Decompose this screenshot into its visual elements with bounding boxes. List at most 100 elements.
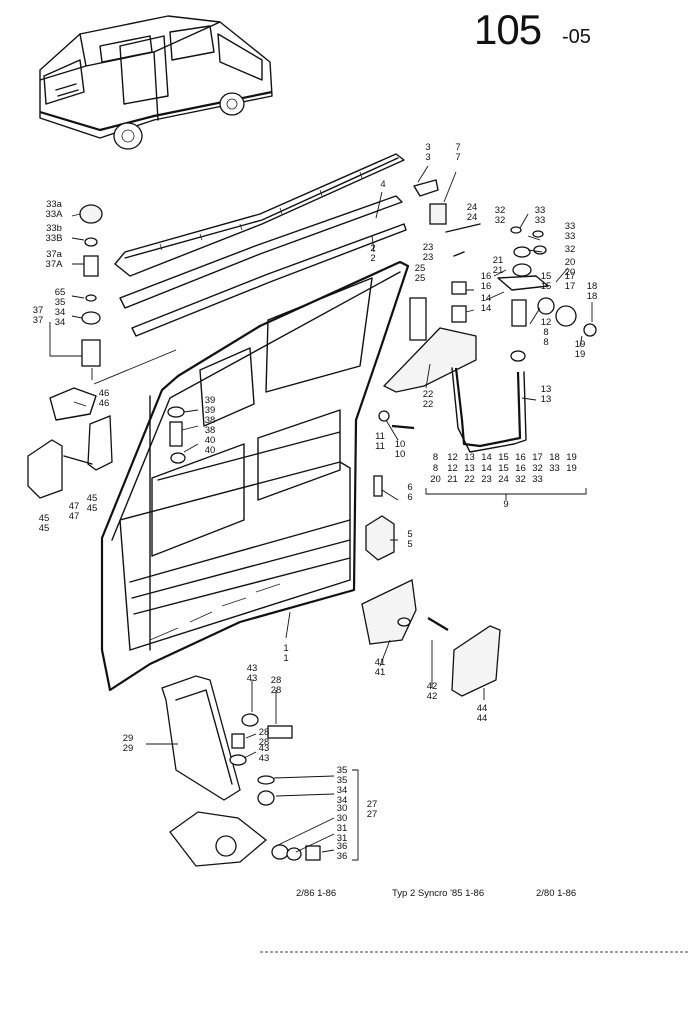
footer-date-right: 2/80 1-86: [536, 888, 577, 899]
callout-23: 23 23: [422, 242, 434, 263]
callout-18: 18 18: [586, 281, 598, 302]
leader-lines: [49, 165, 593, 861]
callout-38: 38 38: [204, 415, 216, 436]
parts-combination-table: 8 12 13 14 15 16 17 18 19 8 12 13 14 15 …: [428, 452, 588, 485]
callout-33-top: 33 33: [534, 205, 546, 226]
callout-35: 35 35: [336, 765, 348, 786]
page-number-suffix: -05: [562, 26, 591, 48]
callout-37: 37 37: [32, 305, 44, 326]
callout-14: 14 14: [480, 293, 492, 314]
callout-32-right: 32: [564, 244, 576, 255]
callout-5: 5 5: [407, 529, 413, 550]
combo-cell: 14: [481, 463, 492, 474]
combo-cell: 20: [430, 474, 441, 485]
callout-27: 27 27: [366, 799, 378, 820]
callout-16: 16 16: [480, 271, 492, 292]
callout-1: 1 1: [283, 643, 289, 664]
callout-8: 8 8: [543, 327, 549, 348]
combo-cell: 15: [498, 463, 509, 474]
callout-45-left: 45 45: [38, 513, 50, 534]
callout-11: 11 11: [375, 431, 385, 452]
callout-2: 2 2: [370, 243, 376, 264]
combo-cell: 33: [549, 463, 560, 474]
combo-cell: 14: [481, 452, 492, 463]
callout-4: 4: [380, 179, 386, 190]
combo-cell: 19: [566, 452, 577, 463]
callout-30: 30 30: [336, 803, 348, 824]
callout-45-right: 45 45: [86, 493, 98, 514]
combo-cell: 13: [464, 463, 475, 474]
combo-cell: 17: [532, 452, 543, 463]
combo-cell: 8: [432, 452, 439, 463]
callout-32: 32 32: [494, 205, 506, 226]
callout-44: 44 44: [476, 703, 488, 724]
callout-34-bottom: 34 34: [336, 785, 348, 806]
callout-17: 17 17: [564, 271, 576, 292]
callout-13: 13 13: [540, 384, 552, 405]
combo-cell: 33: [532, 474, 543, 485]
roller-arm-assembly: [382, 179, 597, 453]
callout-22: 22 22: [422, 389, 434, 410]
page-number: 105: [474, 6, 542, 53]
combo-cell: 32: [515, 474, 526, 485]
callout-33a: 33a 33A: [45, 199, 63, 220]
callout-20-right: 20 20: [564, 257, 576, 278]
callout-40: 40 40: [204, 435, 216, 456]
combo-cell: 8: [432, 463, 439, 474]
combo-cell: 16: [515, 452, 526, 463]
callout-43-top: 43 43: [246, 663, 258, 684]
combo-cell: 32: [532, 463, 543, 474]
lower-bracket-assembly: [161, 675, 321, 867]
footer-date-left: 2/86 1-86: [296, 888, 337, 899]
combo-cell: 19: [566, 463, 577, 474]
callout-19: 19 19: [574, 339, 586, 360]
callout-31: 31 31: [336, 823, 348, 844]
left-small-parts: [27, 204, 415, 499]
combination-row-2: 8 12 13 14 15 16 32 33 19: [428, 463, 588, 474]
callout-28-bottom: 28 28: [258, 727, 270, 748]
callout-34: 34 34: [54, 307, 66, 328]
combo-cell: 13: [464, 452, 475, 463]
callout-41: 41 41: [374, 657, 386, 678]
callout-46: 46 46: [98, 388, 110, 409]
callout-33-right: 33 33: [564, 221, 576, 242]
combo-cell: 23: [481, 474, 492, 485]
van-illustration: [39, 15, 273, 150]
callout-25: 25 25: [414, 263, 426, 284]
callout-10: 10 10: [394, 439, 406, 460]
callout-7: 7 7: [455, 142, 461, 163]
combo-cell: 15: [498, 452, 509, 463]
callout-24: 24 24: [466, 202, 478, 223]
combination-row-1: 8 12 13 14 15 16 17 18 19: [428, 452, 588, 463]
callout-33b: 33b 33B: [45, 223, 63, 244]
combo-cell: 12: [447, 463, 458, 474]
combination-row-3: 20 21 22 23 24 32 33: [428, 474, 588, 485]
sliding-door-panel: [100, 260, 410, 692]
callout-3: 3 3: [425, 142, 431, 163]
combo-cell: 16: [515, 463, 526, 474]
combo-cell: 21: [447, 474, 458, 485]
callout-21: 21 21: [492, 255, 504, 276]
callout-39: 39 39: [204, 395, 216, 416]
callout-37a: 37a 37A: [45, 249, 63, 270]
combo-cell: 22: [464, 474, 475, 485]
lower-right-parts: [361, 475, 501, 697]
callout-43-bottom: 43 43: [258, 743, 270, 764]
callout-65: 65 35: [54, 287, 66, 308]
callout-28-top: 28 28: [270, 675, 282, 696]
combo-cell: 12: [447, 452, 458, 463]
callout-29: 29 29: [122, 733, 134, 754]
callout-36: 36 36: [336, 841, 348, 862]
combo-cell: 24: [498, 474, 509, 485]
combo-cell: 18: [549, 452, 560, 463]
footer-model: Typ 2 Syncro '85 1-86: [392, 888, 485, 899]
callout-12: 12: [540, 317, 552, 328]
callout-9: 9: [503, 499, 509, 510]
callout-42: 42 42: [426, 681, 438, 702]
callout-6: 6 6: [407, 482, 413, 503]
trim-strips: [114, 153, 407, 337]
callout-15: 15 15: [540, 271, 552, 292]
callout-47: 47 47: [68, 501, 80, 522]
